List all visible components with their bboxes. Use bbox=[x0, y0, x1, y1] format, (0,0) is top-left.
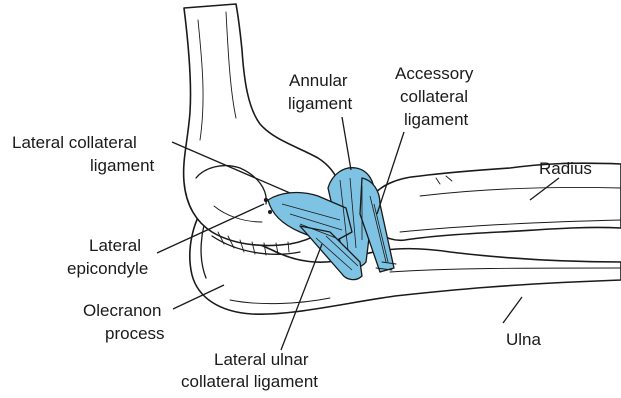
label-lateral-ulnar-line2: collateral ligament bbox=[181, 372, 318, 391]
leader-ulna bbox=[503, 297, 522, 323]
label-lateral-collateral-line1: Lateral collateral bbox=[12, 133, 137, 152]
label-lateral-epicondyle-line1: Lateral bbox=[89, 236, 141, 255]
label-accessory-line2: collateral bbox=[400, 87, 468, 106]
label-radius: Radius bbox=[539, 159, 592, 178]
label-accessory-line3: ligament bbox=[404, 110, 469, 129]
label-lateral-collateral-line2: ligament bbox=[90, 156, 155, 175]
leader-annular bbox=[342, 117, 351, 170]
label-annular-line1: Annular bbox=[289, 71, 348, 90]
label-lateral-ulnar-line1: Lateral ulnar bbox=[214, 350, 309, 369]
label-lateral-epicondyle-line2: epicondyle bbox=[67, 259, 148, 278]
label-accessory-line1: Accessory bbox=[395, 64, 474, 83]
label-olecranon-line1: Olecranon bbox=[83, 301, 161, 320]
label-annular-line2: ligament bbox=[288, 94, 353, 113]
label-olecranon-line2: process bbox=[105, 324, 165, 343]
label-ulna: Ulna bbox=[506, 330, 542, 349]
